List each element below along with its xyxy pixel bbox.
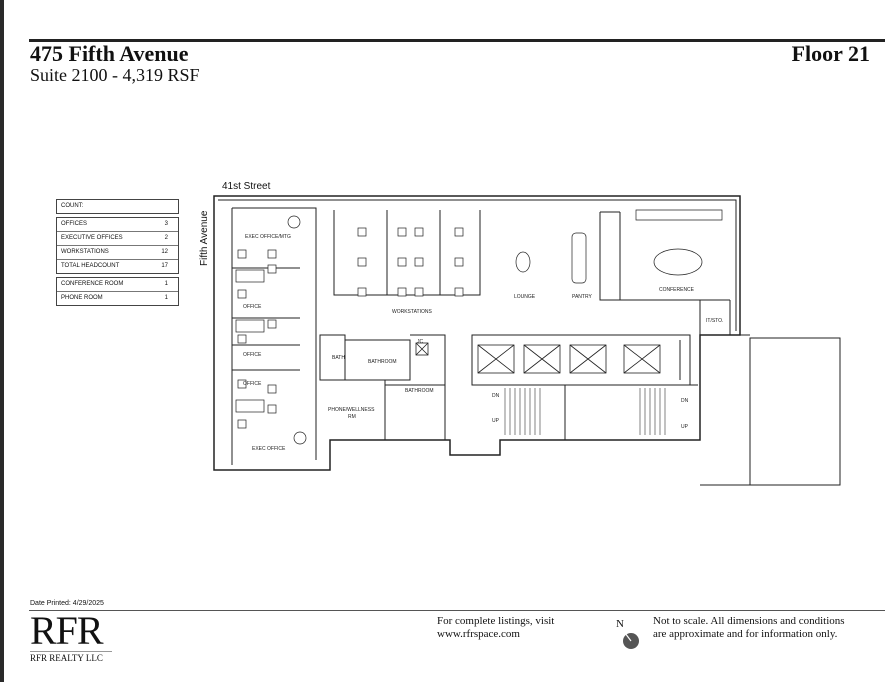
stair-label-up: UP xyxy=(492,418,500,424)
date-printed: Date Printed: 4/29/2025 xyxy=(30,600,104,607)
disclaimer-line-2: are approximate and for information only… xyxy=(653,628,838,640)
room-label-exec-office-mtg: EXEC OFFICE/MTG xyxy=(245,234,291,240)
count-value: 1 xyxy=(164,281,168,287)
compass-icon xyxy=(623,632,639,649)
logo-rule xyxy=(30,651,112,652)
street-label-left: Fifth Avenue xyxy=(199,210,210,266)
north-label: N xyxy=(616,618,624,630)
count-heading: COUNT: xyxy=(57,200,178,213)
room-label-phone-wellness: PHONE/WELLNESS xyxy=(328,407,375,413)
plan-walls xyxy=(213,195,841,486)
count-label: OFFICES xyxy=(61,221,88,227)
company-name: RFR REALTY LLC xyxy=(30,653,103,663)
room-counts: CONFERENCE ROOM 1 PHONE ROOM 1 xyxy=(56,277,179,306)
count-row: PHONE ROOM 1 xyxy=(57,292,178,305)
count-heading-label: COUNT: xyxy=(61,203,84,209)
elevators xyxy=(415,342,661,374)
viewer-edge xyxy=(0,0,4,682)
count-value: 3 xyxy=(164,221,168,227)
room-label-workstations: WORKSTATIONS xyxy=(392,309,432,315)
count-value: 17 xyxy=(161,263,168,269)
count-row: TOTAL HEADCOUNT 17 xyxy=(57,260,178,273)
disclaimer: Not to scale. All dimensions and conditi… xyxy=(653,615,845,641)
floor-label: Floor 21 xyxy=(791,41,870,66)
room-label-jc: JC xyxy=(417,339,424,345)
building-title: 475 Fifth Avenue xyxy=(30,41,189,66)
count-heading-box: COUNT: xyxy=(56,199,179,214)
north-arrow-icon: N xyxy=(614,618,644,650)
count-row: WORKSTATIONS 12 xyxy=(57,246,178,260)
stair-label-up: UP xyxy=(681,424,689,430)
suite-subtitle: Suite 2100 - 4,319 RSF xyxy=(30,65,200,85)
count-label: PHONE ROOM xyxy=(61,295,103,301)
stairs xyxy=(504,388,666,435)
rfr-logo: RFR xyxy=(30,608,104,653)
count-label: CONFERENCE ROOM xyxy=(61,281,124,287)
room-label-conference: CONFERENCE xyxy=(659,287,695,293)
room-label-phone-wellness-rm: RM xyxy=(348,414,356,420)
header-rule xyxy=(29,39,885,42)
room-label-pantry: PANTRY xyxy=(572,294,592,300)
count-label: TOTAL HEADCOUNT xyxy=(61,263,120,269)
listing-note: For complete listings, visit www.rfrspac… xyxy=(437,615,554,641)
stair-label-dn: DN xyxy=(681,398,689,404)
listing-url[interactable]: www.rfrspace.com xyxy=(437,628,520,640)
room-label-it-sto: IT/STO. xyxy=(706,318,723,324)
listing-line-1: For complete listings, visit xyxy=(437,615,555,627)
count-value: 2 xyxy=(164,235,168,241)
room-label-office: OFFICE xyxy=(243,381,262,387)
room-label-bath: BATH xyxy=(332,355,345,361)
room-label-office: OFFICE xyxy=(243,352,262,358)
room-label-lounge: LOUNGE xyxy=(514,294,536,300)
stair-label-dn: DN xyxy=(492,393,500,399)
count-label: EXECUTIVE OFFICES xyxy=(61,235,123,241)
room-label-exec-office: EXEC OFFICE xyxy=(252,446,286,452)
count-row: CONFERENCE ROOM 1 xyxy=(57,278,178,292)
count-table: COUNT: OFFICES 3 EXECUTIVE OFFICES 2 WORKS… xyxy=(56,199,179,309)
count-row: OFFICES 3 xyxy=(57,218,178,232)
room-label-bathroom: BATHROOM xyxy=(405,388,434,394)
furniture xyxy=(235,209,723,445)
footer-rule xyxy=(29,610,885,611)
room-label-office: OFFICE xyxy=(243,304,262,310)
staff-counts: OFFICES 3 EXECUTIVE OFFICES 2 WORKSTATIONS… xyxy=(56,217,179,274)
disclaimer-line-1: Not to scale. All dimensions and conditi… xyxy=(653,615,845,627)
count-value: 1 xyxy=(164,295,168,301)
street-label-top: 41st Street xyxy=(222,181,271,192)
room-label-bathroom: BATHROOM xyxy=(368,359,397,365)
count-label: WORKSTATIONS xyxy=(61,249,109,255)
count-value: 12 xyxy=(161,249,168,255)
count-row: EXECUTIVE OFFICES 2 xyxy=(57,232,178,246)
